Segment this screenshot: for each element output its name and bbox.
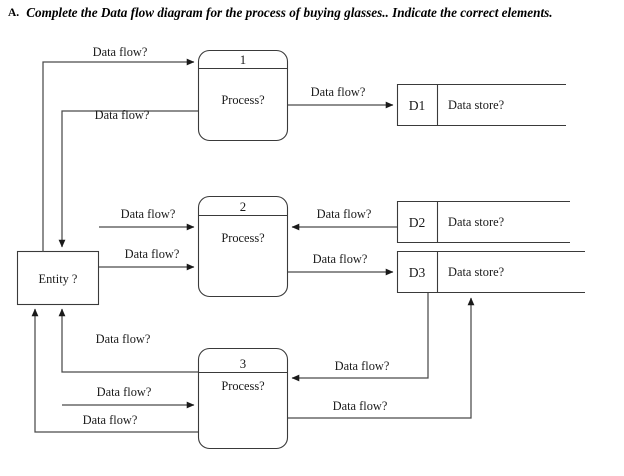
- data-store-D1-label: Data store?: [448, 98, 504, 112]
- process-2[interactable]: 2 Process?: [197, 195, 289, 298]
- external-entity[interactable]: Entity ?: [16, 250, 100, 306]
- dfd-canvas: 1 Process? D1 Data store? Entity ? 2 Pro…: [16, 45, 586, 450]
- flow-f12-line[interactable]: [288, 297, 475, 419]
- process-3-box[interactable]: [197, 347, 289, 450]
- data-store-D2[interactable]: D2 Data store?: [396, 200, 571, 244]
- flow-f3-label: Data flow?: [311, 85, 366, 99]
- data-store-D1-id: D1: [409, 98, 426, 113]
- flow-f8-line[interactable]: [58, 308, 198, 373]
- flow-f2[interactable]: Data flow?: [58, 108, 198, 248]
- process-3-number: 3: [240, 357, 246, 371]
- flow-f6[interactable]: Data flow?: [291, 207, 397, 231]
- flow-f11-label: Data flow?: [335, 359, 390, 373]
- flow-f2-label: Data flow?: [95, 108, 150, 122]
- question-heading: A. Complete the Data flow diagram for th…: [8, 4, 608, 23]
- flow-f7[interactable]: Data flow?: [288, 252, 394, 276]
- process-1-box[interactable]: [197, 49, 289, 142]
- question-letter: A.: [8, 7, 20, 19]
- process-2-number: 2: [240, 200, 246, 214]
- flow-f10-line[interactable]: [31, 308, 198, 433]
- data-store-D3-box[interactable]: [396, 250, 586, 294]
- flow-f2-line[interactable]: [58, 110, 198, 248]
- flow-f4-label: Data flow?: [121, 207, 176, 221]
- entity-label: Entity ?: [39, 272, 78, 286]
- flow-f12[interactable]: Data flow?: [288, 297, 475, 419]
- process-3-label: Process?: [221, 379, 264, 393]
- flow-f1-label: Data flow?: [93, 45, 148, 59]
- data-store-D3[interactable]: D3 Data store?: [396, 250, 586, 294]
- data-store-D3-id: D3: [409, 265, 426, 280]
- process-1-label: Process?: [221, 93, 264, 107]
- entity-box[interactable]: [16, 250, 100, 306]
- data-store-D2-box[interactable]: [396, 200, 571, 244]
- process-1-number: 1: [240, 53, 246, 67]
- flow-f11-line[interactable]: [291, 293, 429, 382]
- data-store-D1-box[interactable]: [396, 83, 567, 127]
- data-store-D2-label: Data store?: [448, 215, 504, 229]
- flow-f12-label: Data flow?: [333, 399, 388, 413]
- flow-f6-label: Data flow?: [317, 207, 372, 221]
- flow-f10[interactable]: Data flow?: [31, 308, 198, 433]
- process-2-box[interactable]: [197, 195, 289, 298]
- flow-f9-label: Data flow?: [97, 385, 152, 399]
- process-1[interactable]: 1 Process?: [197, 49, 289, 142]
- process-3[interactable]: 3 Process?: [197, 347, 289, 450]
- flow-f1[interactable]: Data flow?: [42, 45, 195, 252]
- flow-f5[interactable]: Data flow?: [99, 247, 195, 271]
- flow-f5-label: Data flow?: [125, 247, 180, 261]
- flow-f1-line[interactable]: [42, 58, 195, 252]
- flow-f10-label: Data flow?: [83, 413, 138, 427]
- flow-f7-label: Data flow?: [313, 252, 368, 266]
- data-store-D1[interactable]: D1 Data store?: [396, 83, 567, 127]
- flow-f9[interactable]: Data flow?: [62, 385, 195, 409]
- process-2-label: Process?: [221, 231, 264, 245]
- data-store-D3-label: Data store?: [448, 265, 504, 279]
- flow-f3[interactable]: Data flow?: [288, 85, 394, 109]
- data-flow-diagram: 1 Process? D1 Data store? Entity ? 2 Pro…: [0, 40, 624, 476]
- question-text: Complete the Data flow diagram for the p…: [26, 5, 553, 20]
- data-store-D2-id: D2: [409, 215, 426, 230]
- flow-f8-label: Data flow?: [96, 332, 151, 346]
- flow-f8[interactable]: Data flow?: [58, 308, 198, 373]
- flow-f4[interactable]: Data flow?: [99, 207, 195, 231]
- flow-f11[interactable]: Data flow?: [291, 293, 429, 382]
